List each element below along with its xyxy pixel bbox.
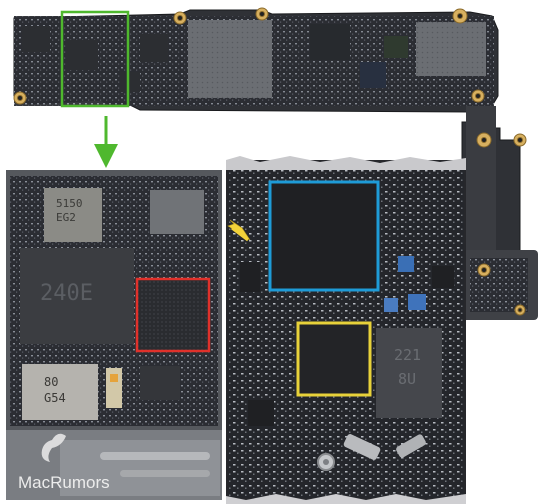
chip-80-line1: 80 — [44, 375, 58, 389]
shield-b — [416, 22, 486, 76]
blue-highlight-box — [268, 180, 380, 292]
chip-top-3 — [310, 24, 350, 60]
chip-square-right — [150, 190, 204, 234]
logic-board-overview — [13, 7, 538, 320]
connector-2 — [396, 434, 426, 458]
mounting-holes — [13, 7, 527, 316]
chip-221-line2: 8U — [398, 370, 416, 388]
chip-top-4 — [360, 62, 386, 88]
chip-240e — [20, 248, 134, 344]
chip-80-g54 — [22, 364, 98, 420]
small-chip-right-1 — [432, 266, 454, 288]
chip-top-2 — [140, 34, 168, 62]
small-chip-bottom — [140, 366, 180, 400]
chip-80-line2: G54 — [44, 391, 66, 405]
chip-top-7 — [120, 72, 140, 92]
chip-5150-line2: EG2 — [56, 211, 76, 224]
chip-240e-label: 240E — [40, 281, 93, 306]
shield-a — [188, 20, 272, 98]
chip-red-highlighted — [138, 280, 208, 350]
yellow-highlight-box — [296, 321, 372, 397]
red-highlight-box — [135, 277, 211, 353]
chip-5150-line1: 5150 — [56, 197, 83, 210]
blue-component-3 — [408, 294, 426, 310]
zoom-left-panel: 5150 EG2 240E 80 G54 MacRumors — [6, 170, 222, 500]
yellow-arrow — [227, 219, 251, 241]
watermark-text: MacRumors — [18, 473, 110, 492]
macrumors-watermark: MacRumors — [18, 433, 110, 492]
chip-top-6 — [22, 26, 50, 52]
blue-component-2 — [384, 298, 398, 312]
chip-221-line1: 221 — [394, 346, 421, 364]
chip-221-8u — [376, 328, 442, 418]
small-chip-right-3 — [248, 400, 274, 426]
zoom-right-panel: 221 8U — [226, 156, 466, 504]
chip-blue-highlighted — [270, 182, 378, 290]
connector-1 — [343, 434, 381, 460]
chip-yellow-highlighted — [298, 323, 370, 395]
chip-top-1 — [66, 40, 98, 70]
small-chip-right-2 — [240, 262, 260, 292]
green-highlight-box — [60, 10, 130, 108]
chip-5150 — [44, 188, 102, 242]
blue-component-1 — [398, 256, 414, 272]
chip-top-5 — [384, 36, 408, 58]
